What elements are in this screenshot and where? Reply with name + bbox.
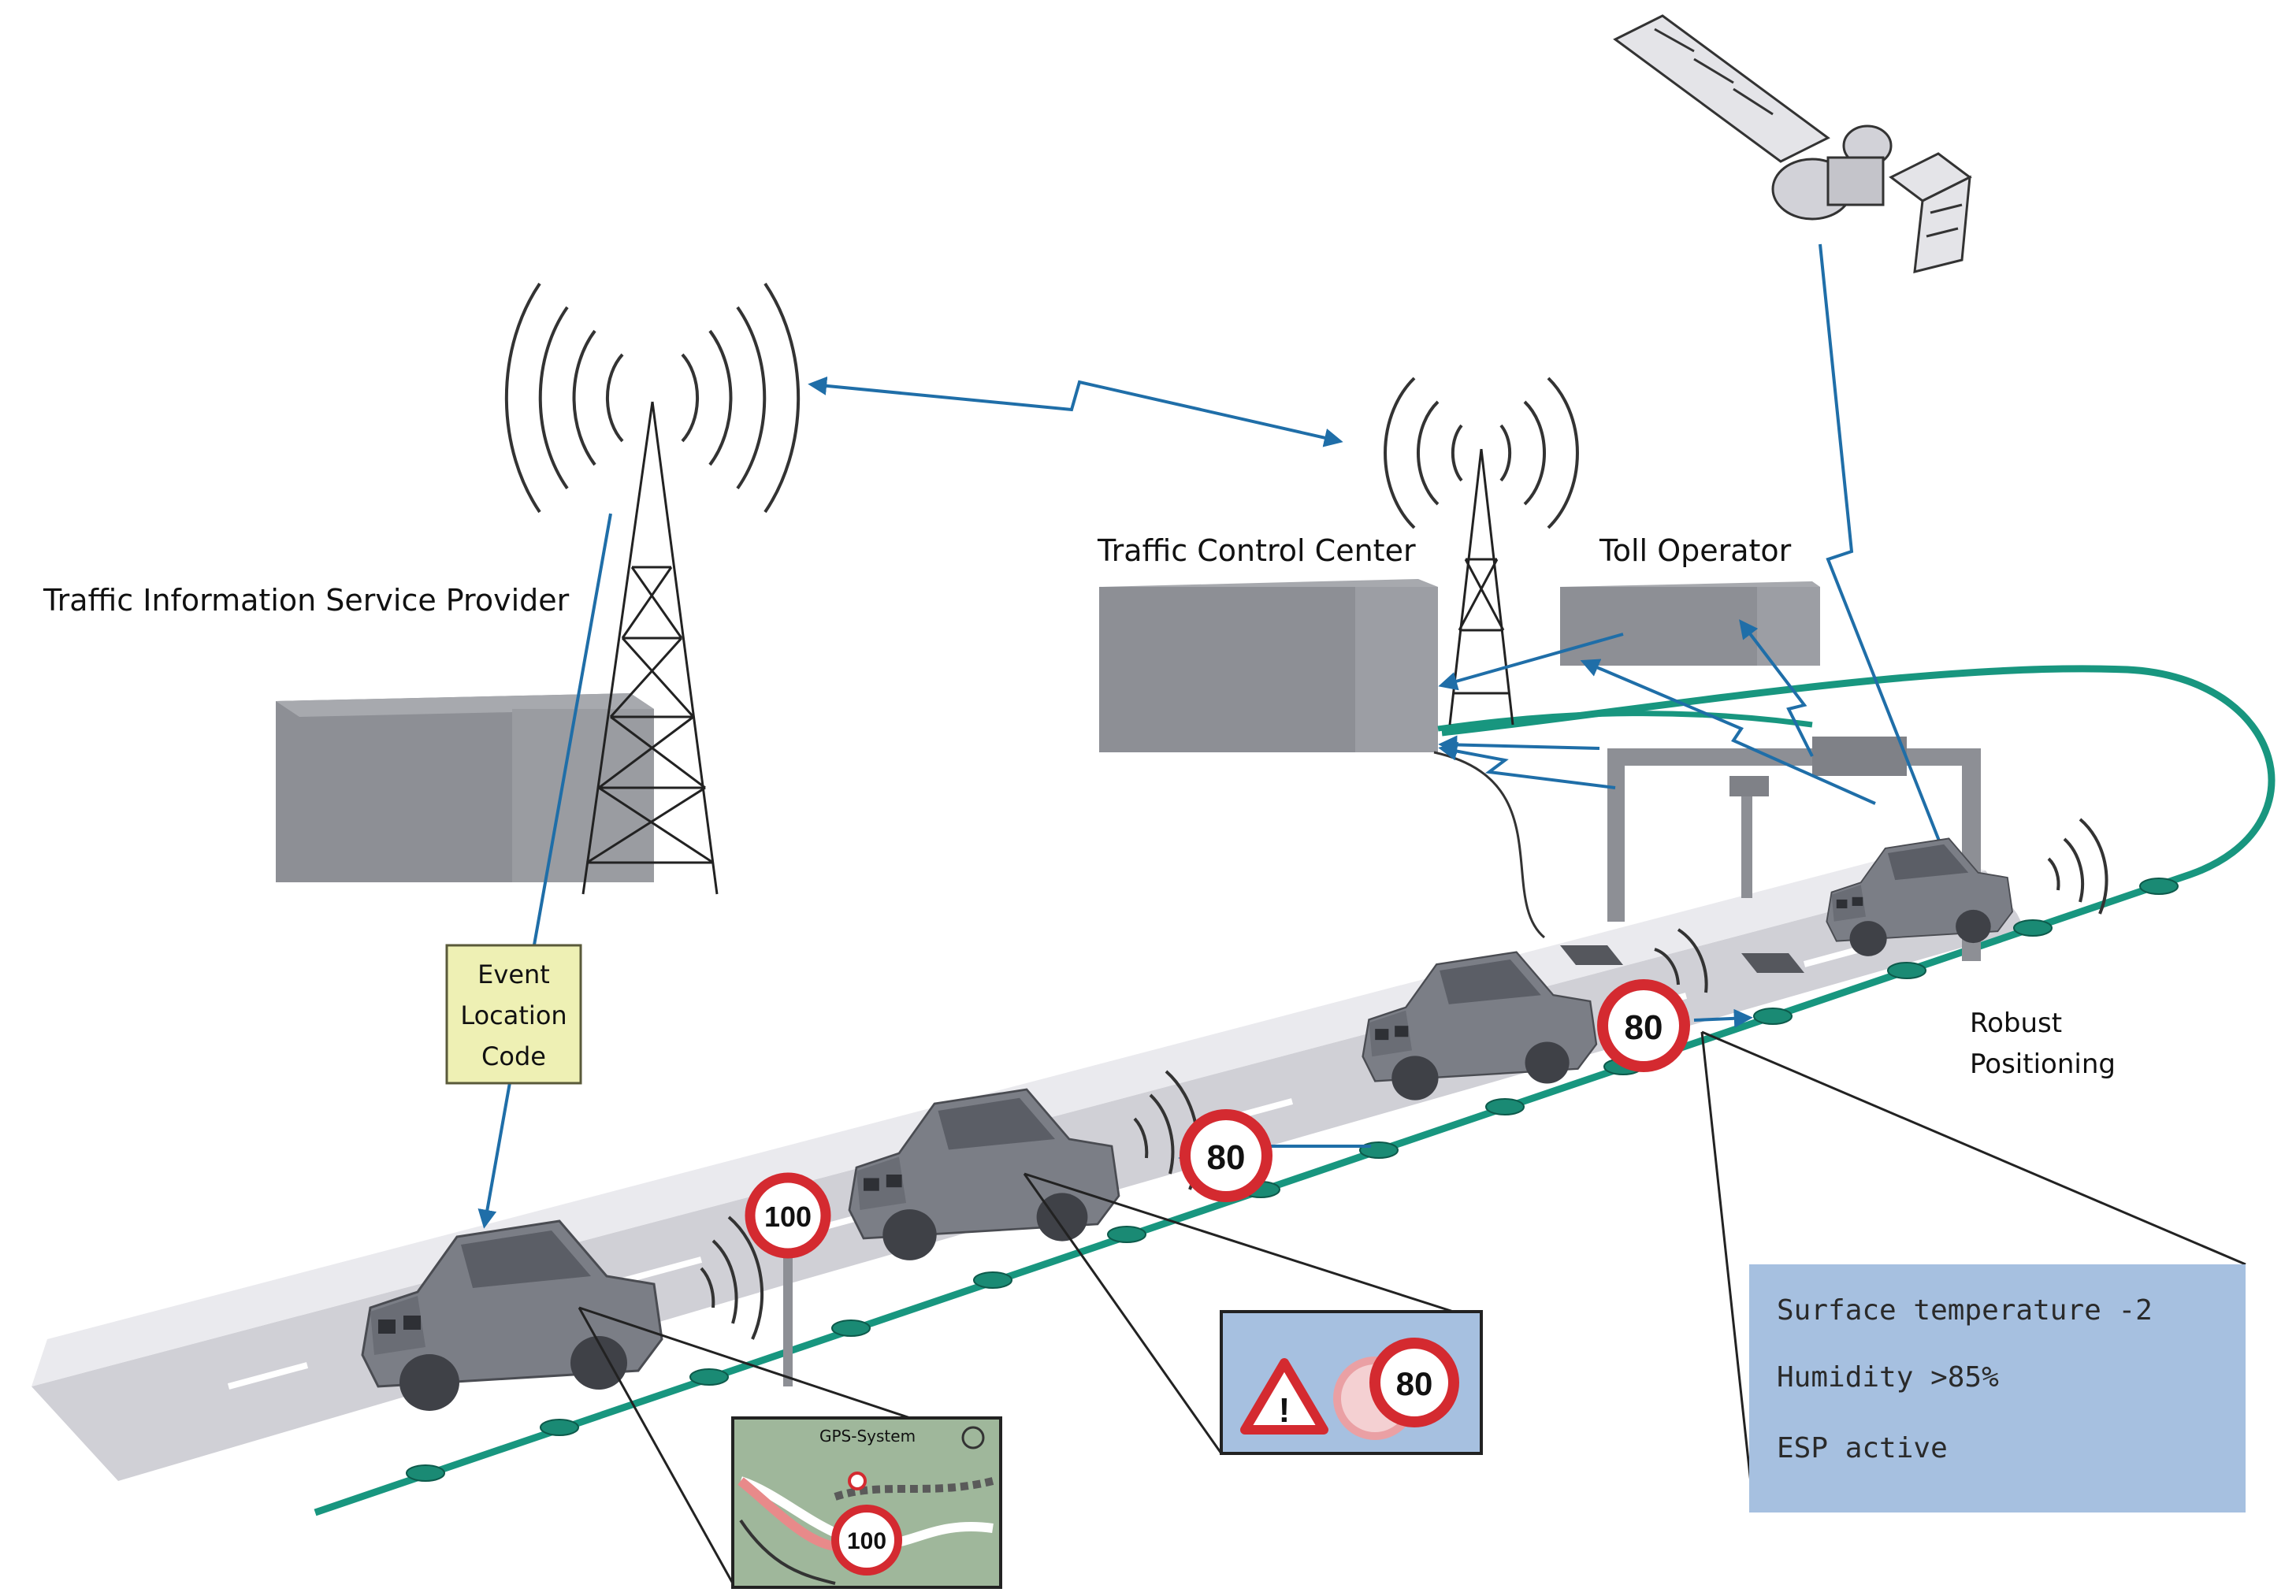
tower-to-car-link bbox=[477, 513, 612, 1229]
warning-inset: ! 80 bbox=[1220, 1310, 1483, 1455]
speed-sign-100-value: 100 bbox=[764, 1201, 812, 1233]
info-line-humidity: Humidity >85% bbox=[1777, 1361, 1999, 1394]
info-line-surface-temperature: Surface temperature -2 bbox=[1777, 1294, 2153, 1327]
toll-operator-label: Toll Operator bbox=[1599, 533, 1792, 568]
satellite bbox=[1613, 14, 1972, 273]
speed-sign-80-mid: 80 bbox=[1180, 1109, 1272, 1202]
warning-inset-sign-value: 80 bbox=[1396, 1365, 1433, 1402]
svg-text:!: ! bbox=[1279, 1391, 1291, 1430]
gantry-to-tcc-link bbox=[1438, 735, 1600, 755]
event-box-line3: Code bbox=[481, 1041, 546, 1071]
tisp-label: Traffic Information Service Provider bbox=[43, 583, 570, 618]
toll-to-tcc-link bbox=[1438, 633, 1624, 691]
road-cable bbox=[314, 665, 2276, 1516]
tcc-label: Traffic Control Center bbox=[1097, 533, 1416, 568]
gps-inset-title: GPS-System bbox=[819, 1427, 916, 1446]
vehicle-info-panel: Surface temperature -2 Humidity >85% ESP… bbox=[1749, 1264, 2246, 1512]
speed-sign-80-mid-value: 80 bbox=[1207, 1138, 1246, 1177]
speed-sign-80-front: 80 bbox=[1597, 979, 1690, 1072]
event-box-line1: Event bbox=[477, 959, 550, 989]
callout-lines bbox=[578, 1030, 2246, 1584]
toll-building bbox=[1560, 581, 1820, 666]
sign-to-front-link bbox=[1693, 1008, 1753, 1028]
satellite-link bbox=[1819, 243, 1950, 863]
gantry-to-tcc-link-2 bbox=[1438, 741, 1616, 789]
speed-sign-100: 100 bbox=[745, 1172, 831, 1386]
info-line-esp: ESP active bbox=[1777, 1432, 1948, 1464]
tower-to-tower-link bbox=[808, 376, 1343, 447]
event-box-line2: Location bbox=[460, 1000, 567, 1030]
tcc-to-gantry-cable bbox=[1437, 711, 1813, 732]
tcc-radio-waves bbox=[1384, 377, 1579, 529]
road-to-toll-link bbox=[1580, 659, 1876, 805]
tcc-building bbox=[1099, 579, 1438, 752]
gantry-to-toll-link bbox=[1739, 619, 1814, 757]
robust-label-line2: Positioning bbox=[1970, 1049, 2116, 1080]
robust-label-line1: Robust bbox=[1970, 1008, 2062, 1039]
tcc-to-road-wire bbox=[1433, 751, 1545, 939]
gps-inset-sign-value: 100 bbox=[847, 1528, 886, 1554]
event-location-code-box: Event Location Code bbox=[445, 944, 582, 1085]
tcc-tower bbox=[1448, 448, 1514, 726]
tisp-radio-waves bbox=[504, 282, 801, 514]
tisp-tower bbox=[581, 401, 719, 895]
tisp-building bbox=[276, 693, 654, 882]
gps-system-inset: GPS-System 100 bbox=[731, 1416, 1002, 1589]
speed-sign-80-front-value: 80 bbox=[1625, 1008, 1663, 1047]
